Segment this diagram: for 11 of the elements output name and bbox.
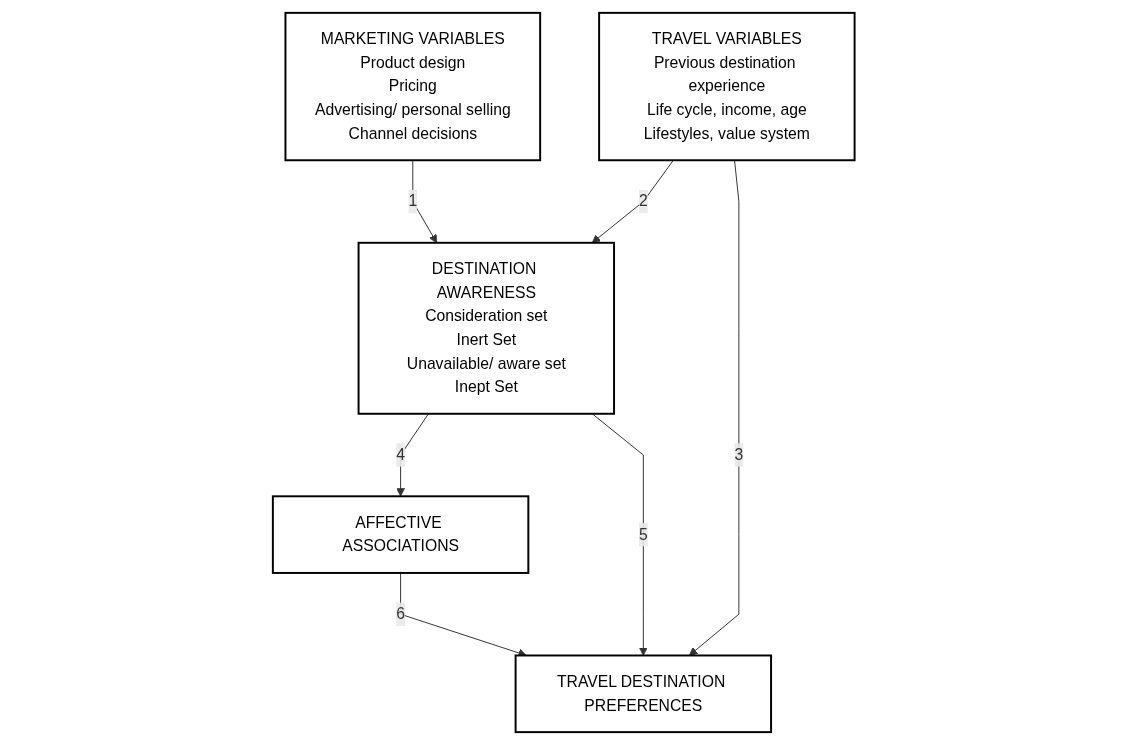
edge-label: 1: [408, 192, 418, 210]
edge-label: 5: [639, 525, 648, 543]
edge-label: 4: [396, 446, 406, 463]
node-box: TRAVEL DESTINATION PREFERENCES: [514, 654, 773, 734]
edge-label: 6: [396, 605, 406, 623]
node-box: AFFECTIVE ASSOCIATIONS: [272, 495, 530, 574]
edge-label: 2: [639, 192, 648, 210]
edge-label: 3: [734, 446, 744, 463]
node-box: DESTINATION AWARENESS Consideration set Inert Set Unavailable/ aware set Inept Set: [357, 241, 616, 415]
node-box: TRAVEL VARIABLES Previous destination experience Life cycle, income, age Lifestyles, value system: [598, 11, 856, 162]
node-box: MARKETING VARIABLES Product design Pricing Advertising/ personal selling Channel decisions: [284, 11, 542, 162]
